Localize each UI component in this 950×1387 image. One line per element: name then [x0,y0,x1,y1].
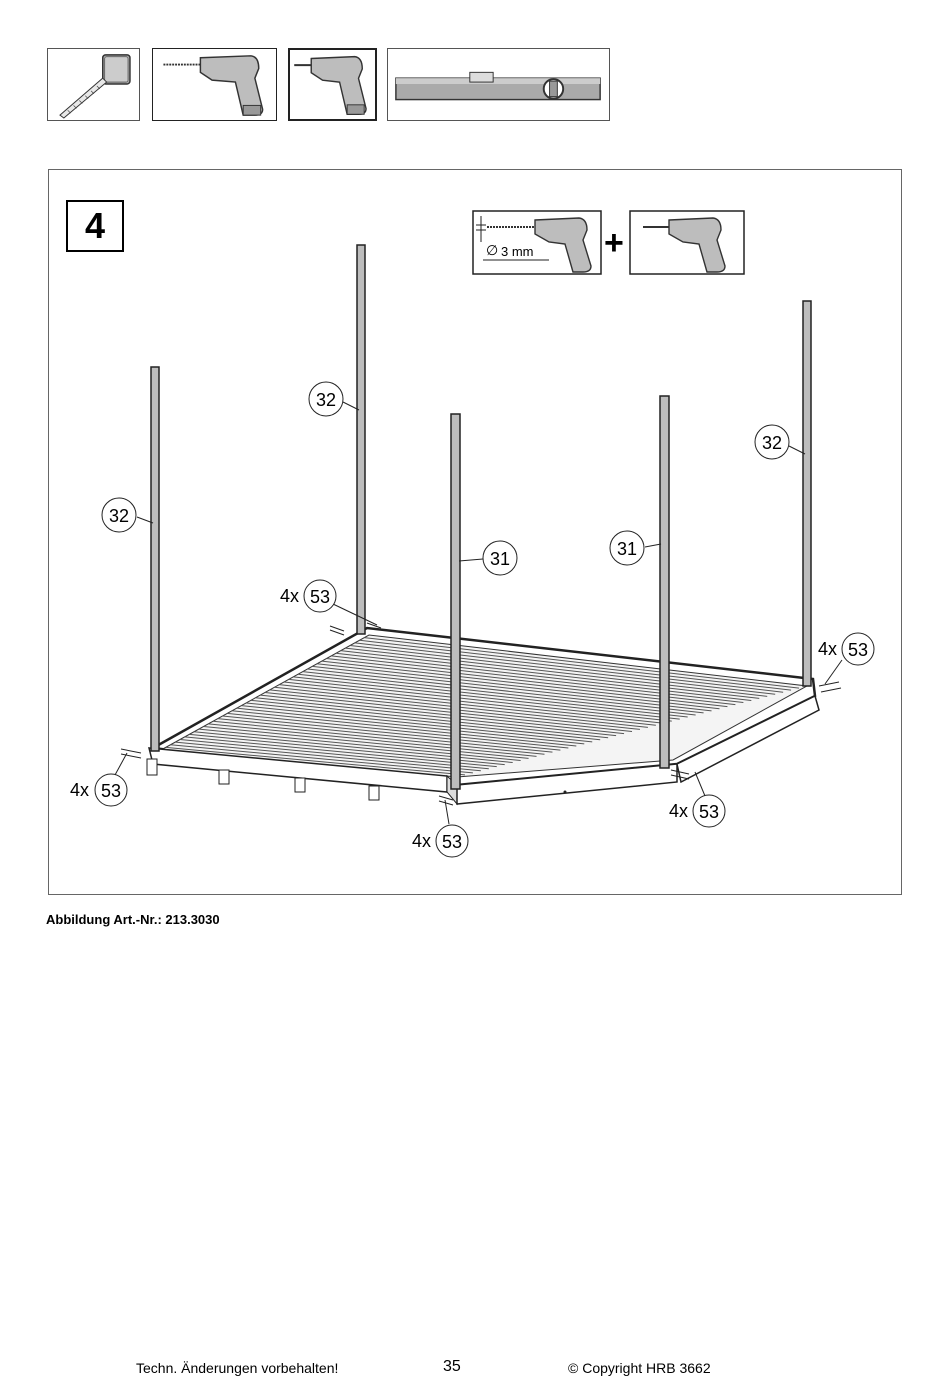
screwdriver-spec-box [629,210,745,275]
floor-board [364,637,800,689]
figure-caption: Abbildung Art.-Nr.: 213.3030 [46,912,220,927]
drill-spec-box: ∅ 3 mm [472,210,602,275]
spirit-level-icon [387,48,610,121]
drill-diameter: 3 mm [501,244,534,259]
callout-post-32-rightback: 32 [762,433,782,453]
qty-4x-rightfront: 4x [669,801,688,821]
callout-screw-53-back: 53 [310,587,330,607]
floor-board [288,678,672,722]
floor-board [231,710,577,747]
post-32-rightback [802,300,812,687]
floor-board [312,665,712,712]
floor-board [198,728,521,761]
post-31-right [659,395,670,769]
floor-board [316,663,720,710]
tape-measure-icon [47,48,140,121]
floor-board [260,694,625,735]
callout-screw-53-left: 53 [101,781,121,801]
floor-board [283,681,664,724]
callout-screw-53-front: 53 [442,832,462,852]
floor-board [203,725,529,759]
floor-board [264,692,633,732]
svg-text:∅: ∅ [486,242,498,258]
callout-screw-53-right: 53 [848,640,868,660]
callout-post-32-left: 32 [109,506,129,526]
floor-platform [146,626,820,806]
plus-sign: + [604,224,624,262]
floor-board [298,673,688,718]
floor-board [170,744,473,774]
floor-board [212,720,545,755]
floor-board [246,702,601,741]
post-32-left [150,366,160,752]
footer-copyright: © Copyright HRB 3662 [568,1360,711,1376]
floor-board [350,644,776,695]
drill-icon [152,48,277,121]
floor-board [335,652,752,701]
callout-screw-53-rightfront: 53 [699,802,719,822]
post-32-back [356,244,366,635]
floor-board [345,647,768,697]
floor-board [293,676,680,720]
qty-4x-front: 4x [412,831,431,851]
posts [150,244,812,790]
floor-board [250,699,609,739]
footer-disclaimer: Techn. Änderungen vorbehalten! [136,1360,339,1376]
floor-board [359,639,792,691]
floor-board [227,712,569,749]
post-31-front [450,413,461,790]
floor-board [236,707,585,745]
screwdriver-icon [288,48,377,121]
step-number: 4 [66,200,124,252]
floor-board [179,739,489,770]
qty-4x-back: 4x [280,586,299,606]
floor-board [255,697,617,737]
assembly-drawing: ∅ 3 mm + [70,210,875,858]
floor-board [175,741,481,772]
callout-post-31-front: 31 [490,549,510,569]
floor-board [184,736,497,768]
assembly-figure: 4 ∅ 3 mm + [48,169,902,895]
callout-post-31-right: 31 [617,539,637,559]
floor-board [165,746,466,776]
floor-board [302,671,696,716]
floor-board [208,723,537,757]
floor-board [274,686,648,728]
page-number: 35 [443,1358,461,1375]
floor-board [307,668,704,714]
floor-board [340,650,760,699]
qty-4x-left: 4x [70,780,89,800]
floor-board [217,718,553,753]
floor-board [241,705,593,743]
floor-board [279,684,656,726]
floor-board [331,655,744,704]
callout-post-32-back: 32 [316,390,336,410]
floor-board [354,642,784,693]
floor-board [222,715,561,751]
qty-4x-right: 4x [818,639,837,659]
